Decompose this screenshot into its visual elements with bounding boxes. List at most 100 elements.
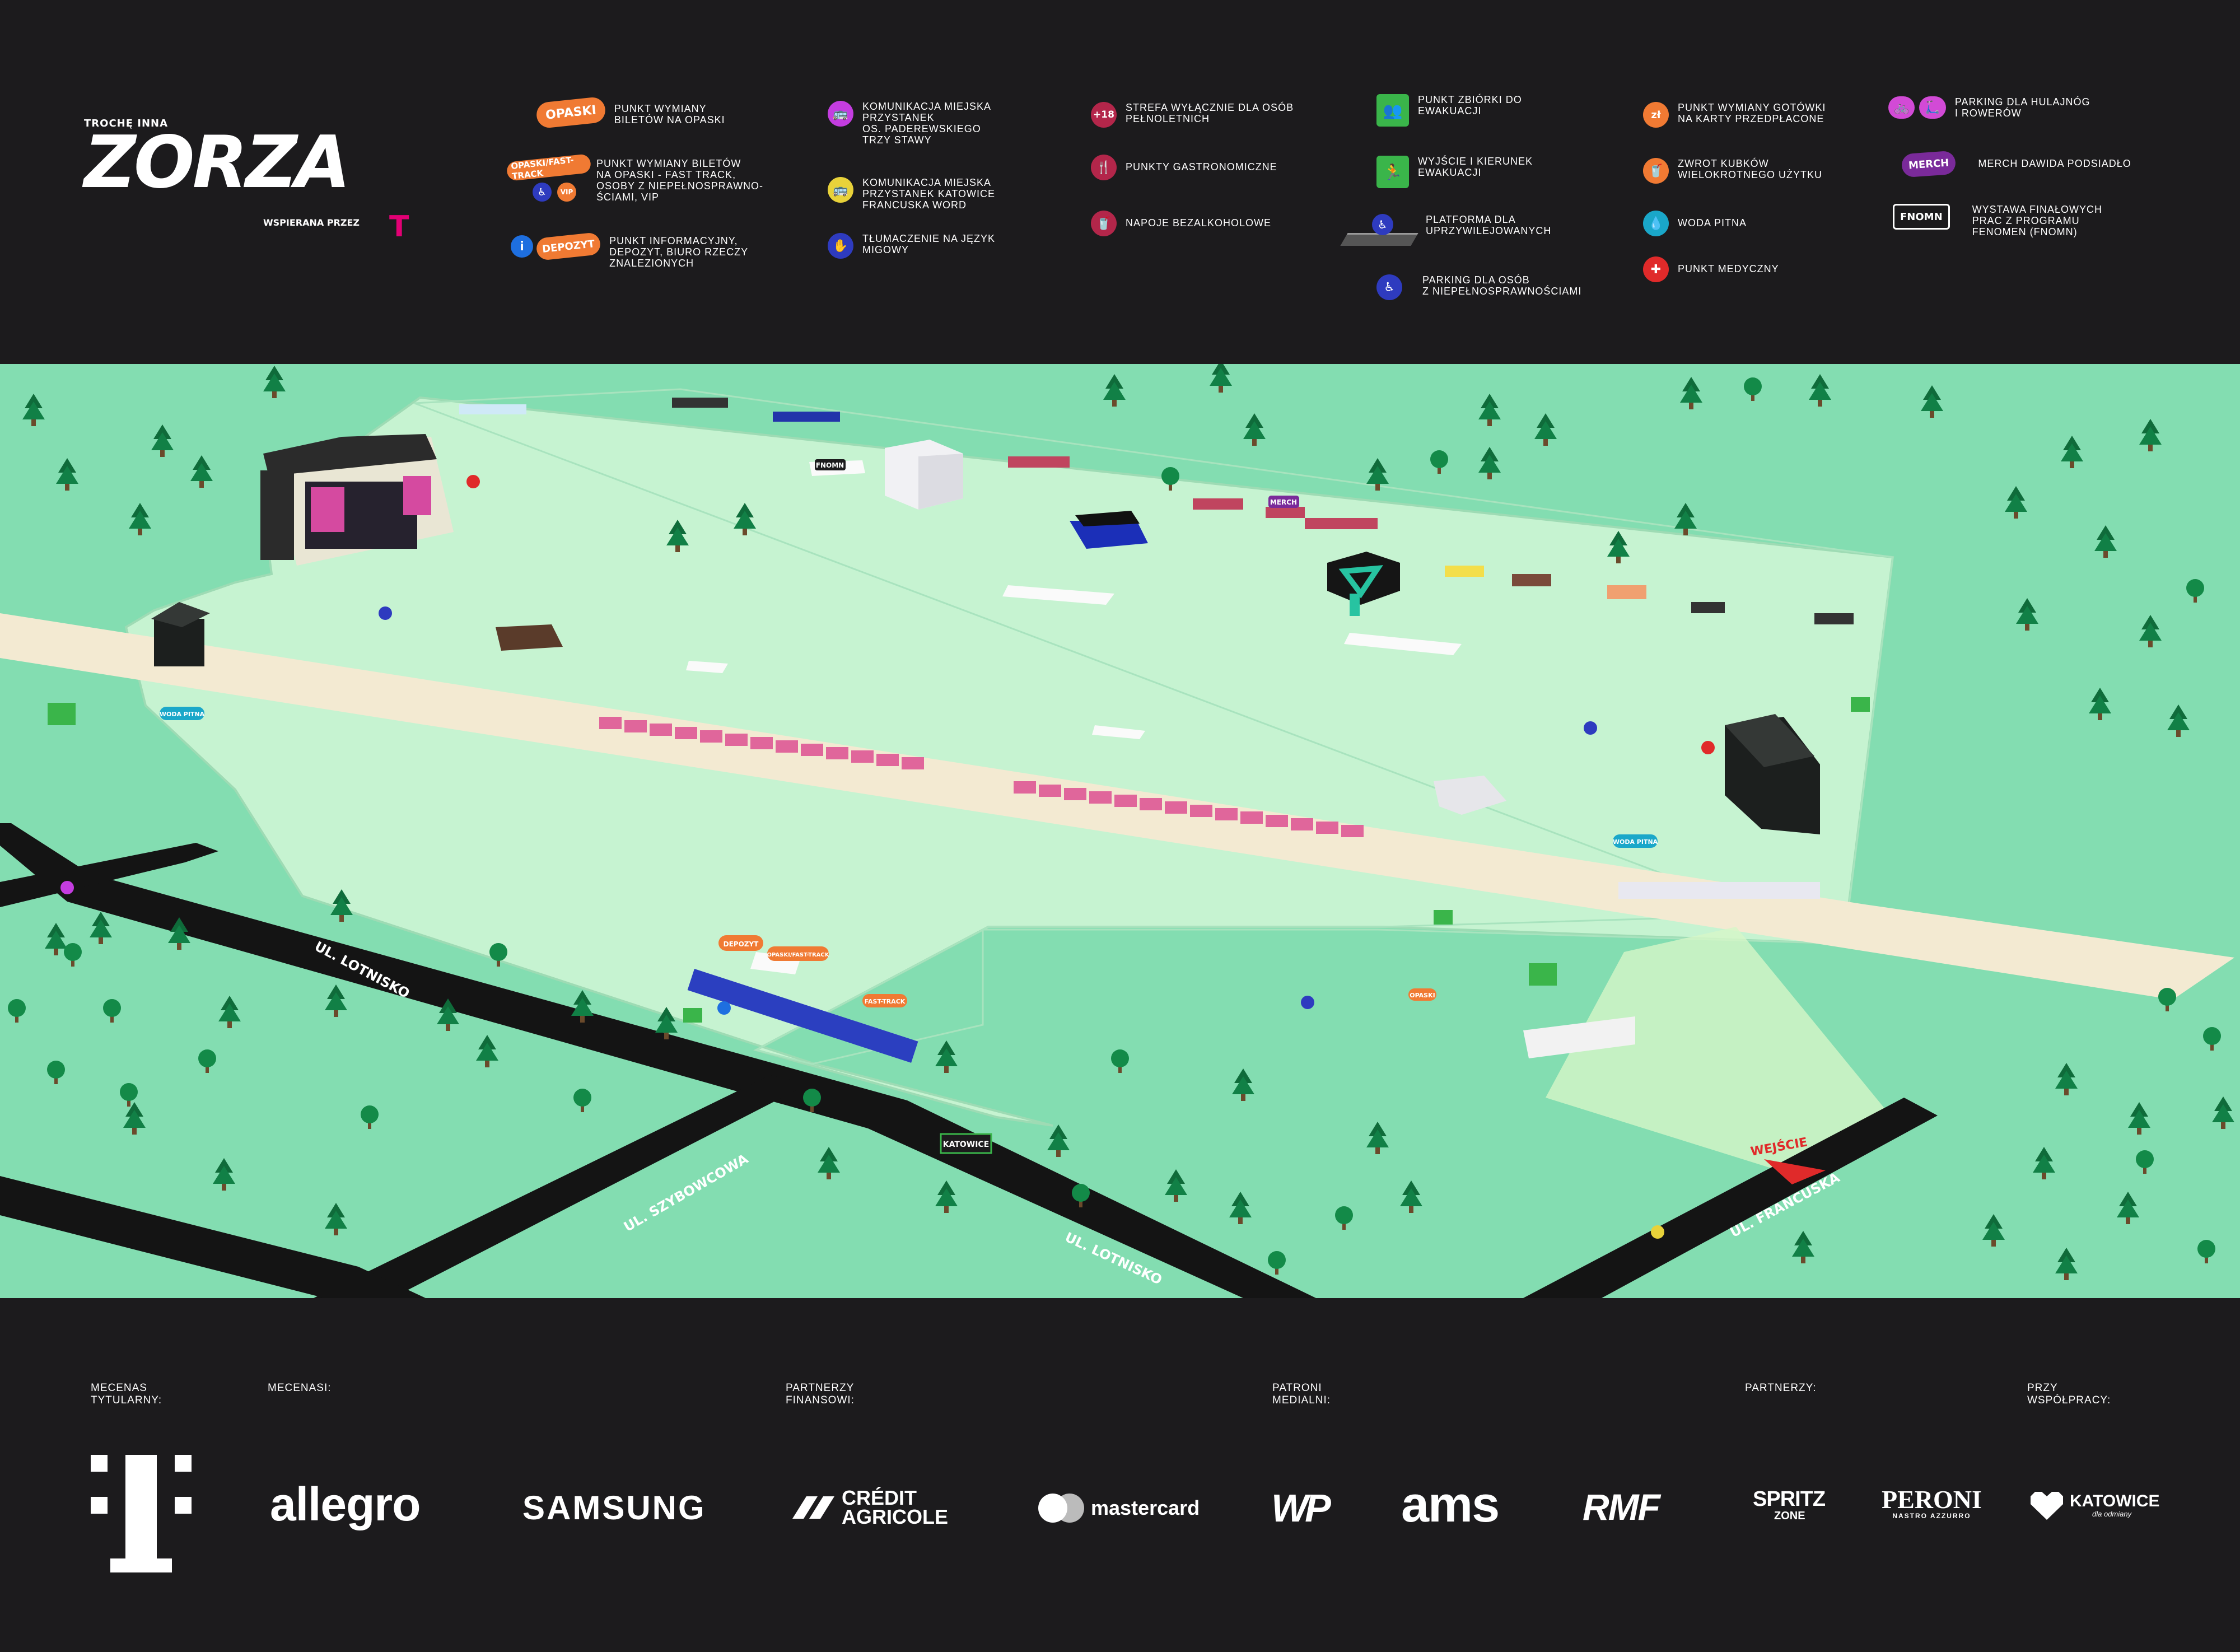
evacuation-exit-icon [1851,697,1870,712]
fnomn-dome [1434,776,1506,815]
long-tent-1 [1002,585,1114,605]
legend-label: NAPOJE BEZALKOHOLOWE [1126,217,1272,228]
adults-only-icon: +18 [1091,102,1117,128]
water-sign-1-label: WODA PITNA [160,711,205,718]
allegro-logo: allegro [270,1478,421,1530]
legend-label: WODA PITNA [1678,217,1747,228]
zone-text: ZONE [1774,1510,1805,1522]
samsung-logo: SAMSUNG [522,1489,706,1527]
map-fast-track-label: FAST-TRACK [865,998,906,1005]
medical-icon: ✚ [1643,256,1669,282]
katowice-sign-label: KATOWICE [943,1140,990,1149]
map-opaski-badge [1408,988,1436,1001]
fnomn-sign-label: FNOMN [816,461,844,469]
rmf-logo: RMF [1583,1486,1660,1528]
road-branch [0,843,218,907]
evacuation-exit-icon [1434,910,1453,925]
sign-language-icon: ✋ [828,233,853,259]
sponsor-group-label: PRZY WSPÓŁPRACY: [2027,1382,2111,1406]
assembly-point-icon [48,703,76,725]
merch-stand-label: MERCH [1270,498,1297,506]
long-tent-2 [1344,633,1462,655]
legend-item-accessible-parking: ♿ PARKING DLA OSÓB Z NIEPEŁNOSPRAWNOŚCIA… [1376,274,1581,300]
ams-logo: ams [1401,1477,1500,1533]
assembly-point-icon: 👥 [1376,94,1409,127]
medical-icon [1701,741,1715,754]
header: TROCHĘ INNA ZORZA WSPIERANA PRZEZ T OPAS… [0,0,2240,364]
platform-illustration: ♿ [1340,214,1418,248]
bus-icon: 🚌 [828,101,853,127]
peroni-text: PERONI [1882,1485,1982,1514]
fnomn-icon: FNOMN [1893,204,1950,230]
soft-drinks-icon: 🥤 [1091,211,1117,236]
legend-item-cup-return: 🥤 ZWROT KUBKÓW WIELOKROTNEGO UŻYTKU [1643,158,1822,184]
legend-item-cash-topup: zł PUNKT WYMIANY GOTÓWKI NA KARTY PRZEDP… [1643,102,1826,128]
legend-item-accessible-platform: ♿ PLATFORMA DLA UPRZYWILEJOWANYCH [1340,214,1551,248]
credit-agricole-line-1: CRÉDIT [842,1486,917,1509]
water-sign-1 [160,707,204,720]
small-tent-1 [686,661,728,673]
medical-icon [466,475,480,488]
bike-scooter-parking-icon: 🚲 [1888,96,1915,119]
legend-label: WYJŚCIE I KIERUNEK EWAKUACJI [1418,156,1533,178]
nastro-azzurro-text: NASTRO AZZURRO [1892,1512,1971,1520]
credit-agricole-icon [792,1496,834,1519]
map-opaski-fast-label: OPASKI/FAST-TRACK [767,952,830,958]
legend-item-bus-paderewskiego: 🚌 KOMUNIKACJA MIEJSKA PRZYSTANEK OS. PAD… [828,101,991,146]
sponsor-group-label: PATRONI MEDIALNI: [1272,1382,1331,1406]
katowice-heart-icon [2031,1492,2063,1520]
credit-agricole-line-2: AGRICOLE [842,1505,949,1528]
entrance-path [1546,927,1887,1182]
map-depozyt-badge [718,935,763,951]
sponsor-group-label: MECENASI: [268,1382,332,1394]
merch-stand [1268,496,1299,508]
accessible-platform-icon [1584,721,1597,735]
spritz-zone-logo: SPRITZ ZONE [1753,1487,1826,1522]
blue-tent [1070,511,1148,549]
logo-title: ZORZA [84,121,351,204]
legend-label: PUNKT INFORMACYJNY, DEPOZYT, BIURO RZECZ… [609,235,749,269]
road-southwest [0,1176,426,1298]
mastercard-logo: mastercard [1036,1491,1200,1525]
info-icon [717,1001,731,1015]
food-stands-row-1 [599,717,924,769]
legend-item-info-depozyt: i DEPOZYT PUNKT INFORMACYJNY, DEPOZYT, B… [511,232,749,269]
food-stands-row-2 [1014,781,1364,837]
white-cube [885,440,963,510]
accessible-parking-icon [1301,996,1314,1009]
sponsor-group-label: PARTNERZY: [1745,1382,1817,1394]
vip-icon: VIP [557,183,576,202]
fast-track-badges: OPASKI/FAST-TRACK ♿ VIP [506,153,592,208]
mastercard-circles-icon [1038,1494,1084,1523]
third-stage [151,602,210,666]
info-icon: i [511,235,533,258]
road-francuska [1523,1098,1938,1298]
food-icon: 🍴 [1091,155,1117,180]
accessible-parking-icon: ♿ [1376,274,1402,300]
legend-item-fast-track: OPASKI/FAST-TRACK ♿ VIP PUNKT WYMIANY BI… [506,153,763,208]
legend-item-water: 💧 WODA PITNA [1643,211,1747,236]
legend-label: PUNKT MEDYCZNY [1678,263,1779,274]
depozyt-pill-icon: DEPOZYT [535,232,601,261]
katowice-logo: KATOWICE dla odmiany [2027,1488,2160,1522]
bar-pavilion [496,624,563,651]
legend-label: WYSTAWA FINAŁOWYCH PRAC Z PROGRAMU FENOM… [1972,204,2102,237]
legend-label: PARKING DLA HULAJNÓG I ROWERÓW [1954,96,2090,119]
water-sign-2 [1613,834,1658,848]
fast-track-pill-icon: OPASKI/FAST-TRACK [506,153,592,181]
legend-label: PUNKT WYMIANY BILETÓW NA OPASKI [614,103,725,125]
legend-item-soft-drinks: 🥤 NAPOJE BEZALKOHOLOWE [1091,211,1271,236]
accessible-platform-icon: ♿ [1372,214,1393,235]
sponsor-group-label: MECENAS TYTULARNY: [91,1382,162,1406]
black-cube-venue [1327,552,1400,616]
fence-line [414,388,1894,1065]
assembly-point-icon [1529,963,1557,986]
water-icon: 💧 [1643,211,1669,236]
legend-item-food: 🍴 PUNKTY GASTRONOMICZNE [1091,155,1277,180]
spritz-text: SPRITZ [1753,1487,1826,1511]
legend-item-adults-only: +18 STREFA WYŁĄCZNIE DLA OSÓB PEŁNOLETNI… [1091,102,1294,128]
bus-icon [60,881,74,894]
legend-label: ZWROT KUBKÓW WIELOKROTNEGO UŻYTKU [1678,158,1823,180]
legend-label: PUNKTY GASTRONOMICZNE [1126,161,1277,172]
legend-label: TŁUMACZENIE NA JĘZYK MIGOWY [862,233,996,255]
